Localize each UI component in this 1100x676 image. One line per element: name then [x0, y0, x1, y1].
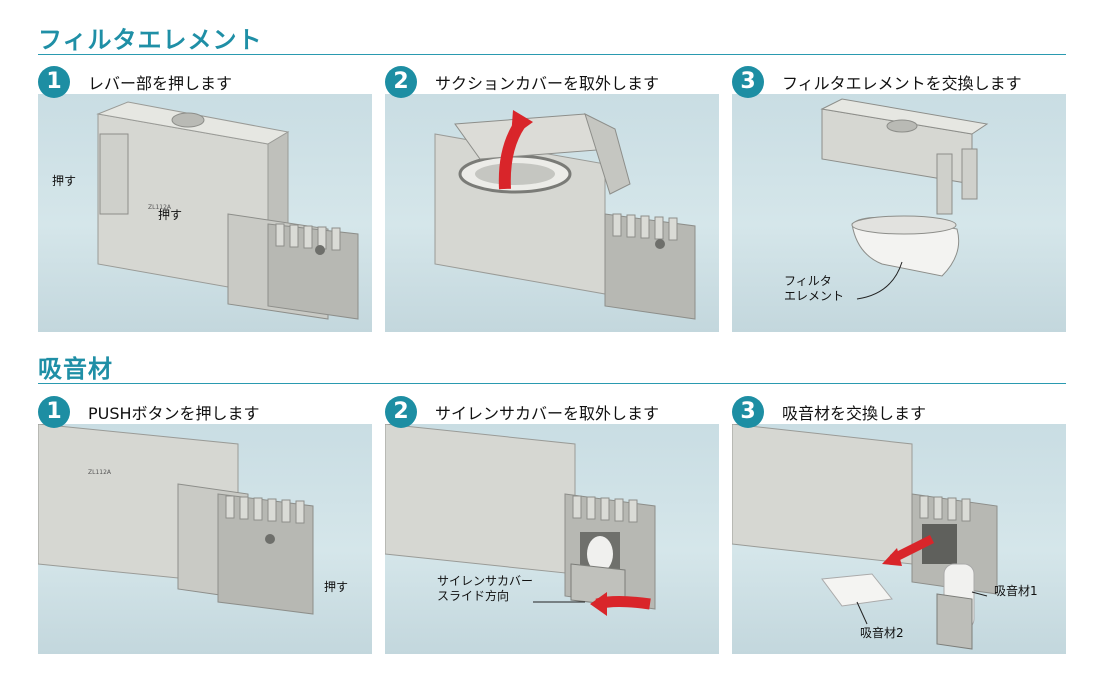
push-callout-body: 押す — [158, 208, 183, 222]
filter-element-callout: フィルタ エレメント — [784, 274, 845, 303]
step-photo: ZL112A 押す — [38, 424, 372, 654]
step-label: フィルタエレメントを交換します — [782, 74, 1022, 93]
step-absorber-1: 1 PUSHボタンを押します ZL112A 押す — [38, 394, 372, 656]
silencer-cover-callout: サイレンサカバー スライド方向 — [437, 574, 534, 603]
step-photo — [385, 94, 719, 332]
step-absorber-2: 2 サイレンサカバーを取外します サイレンサカバー スライド方向 — [385, 394, 719, 656]
step-label: サイレンサカバーを取外します — [435, 404, 660, 423]
step-number-badge: 2 — [385, 396, 417, 428]
section-divider — [38, 54, 1066, 55]
step-filter-1: 1 レバー部を押します ZL112A 押す 押す — [38, 64, 372, 332]
step-number-badge: 1 — [38, 396, 70, 428]
section-title-filter-element: フィルタエレメント — [38, 26, 263, 54]
step-number-badge: 3 — [732, 66, 764, 98]
section-title-sound-absorber: 吸音材 — [38, 355, 113, 383]
svg-text:ZL112A: ZL112A — [88, 469, 112, 476]
push-callout-lever: 押す — [52, 174, 77, 188]
svg-text:ZL112A: ZL112A — [148, 204, 172, 211]
step-number-badge: 2 — [385, 66, 417, 98]
step-label: PUSHボタンを押します — [88, 404, 260, 423]
step-photo: ZL112A 押す 押す — [38, 94, 372, 332]
step-photo: サイレンサカバー スライド方向 — [385, 424, 719, 654]
step-absorber-3: 3 吸音材を交換します 吸音材1 吸音材2 — [732, 394, 1066, 656]
step-number-badge: 1 — [38, 66, 70, 98]
step-filter-3: 3 フィルタエレメントを交換します フィルタ エレメント — [732, 64, 1066, 332]
step-photo: 吸音材1 吸音材2 — [732, 424, 1066, 654]
step-filter-2: 2 サクションカバーを取外します — [385, 64, 719, 332]
step-label: 吸音材を交換します — [782, 404, 927, 423]
push-callout-button: 押す — [324, 580, 349, 594]
step-label: サクションカバーを取外します — [435, 74, 660, 93]
step-photo: フィルタ エレメント — [732, 94, 1066, 332]
absorber-1-callout: 吸音材1 — [994, 584, 1038, 598]
section-divider — [38, 383, 1066, 384]
step-number-badge: 3 — [732, 396, 764, 428]
step-label: レバー部を押します — [88, 74, 233, 93]
absorber-2-callout: 吸音材2 — [860, 626, 904, 640]
